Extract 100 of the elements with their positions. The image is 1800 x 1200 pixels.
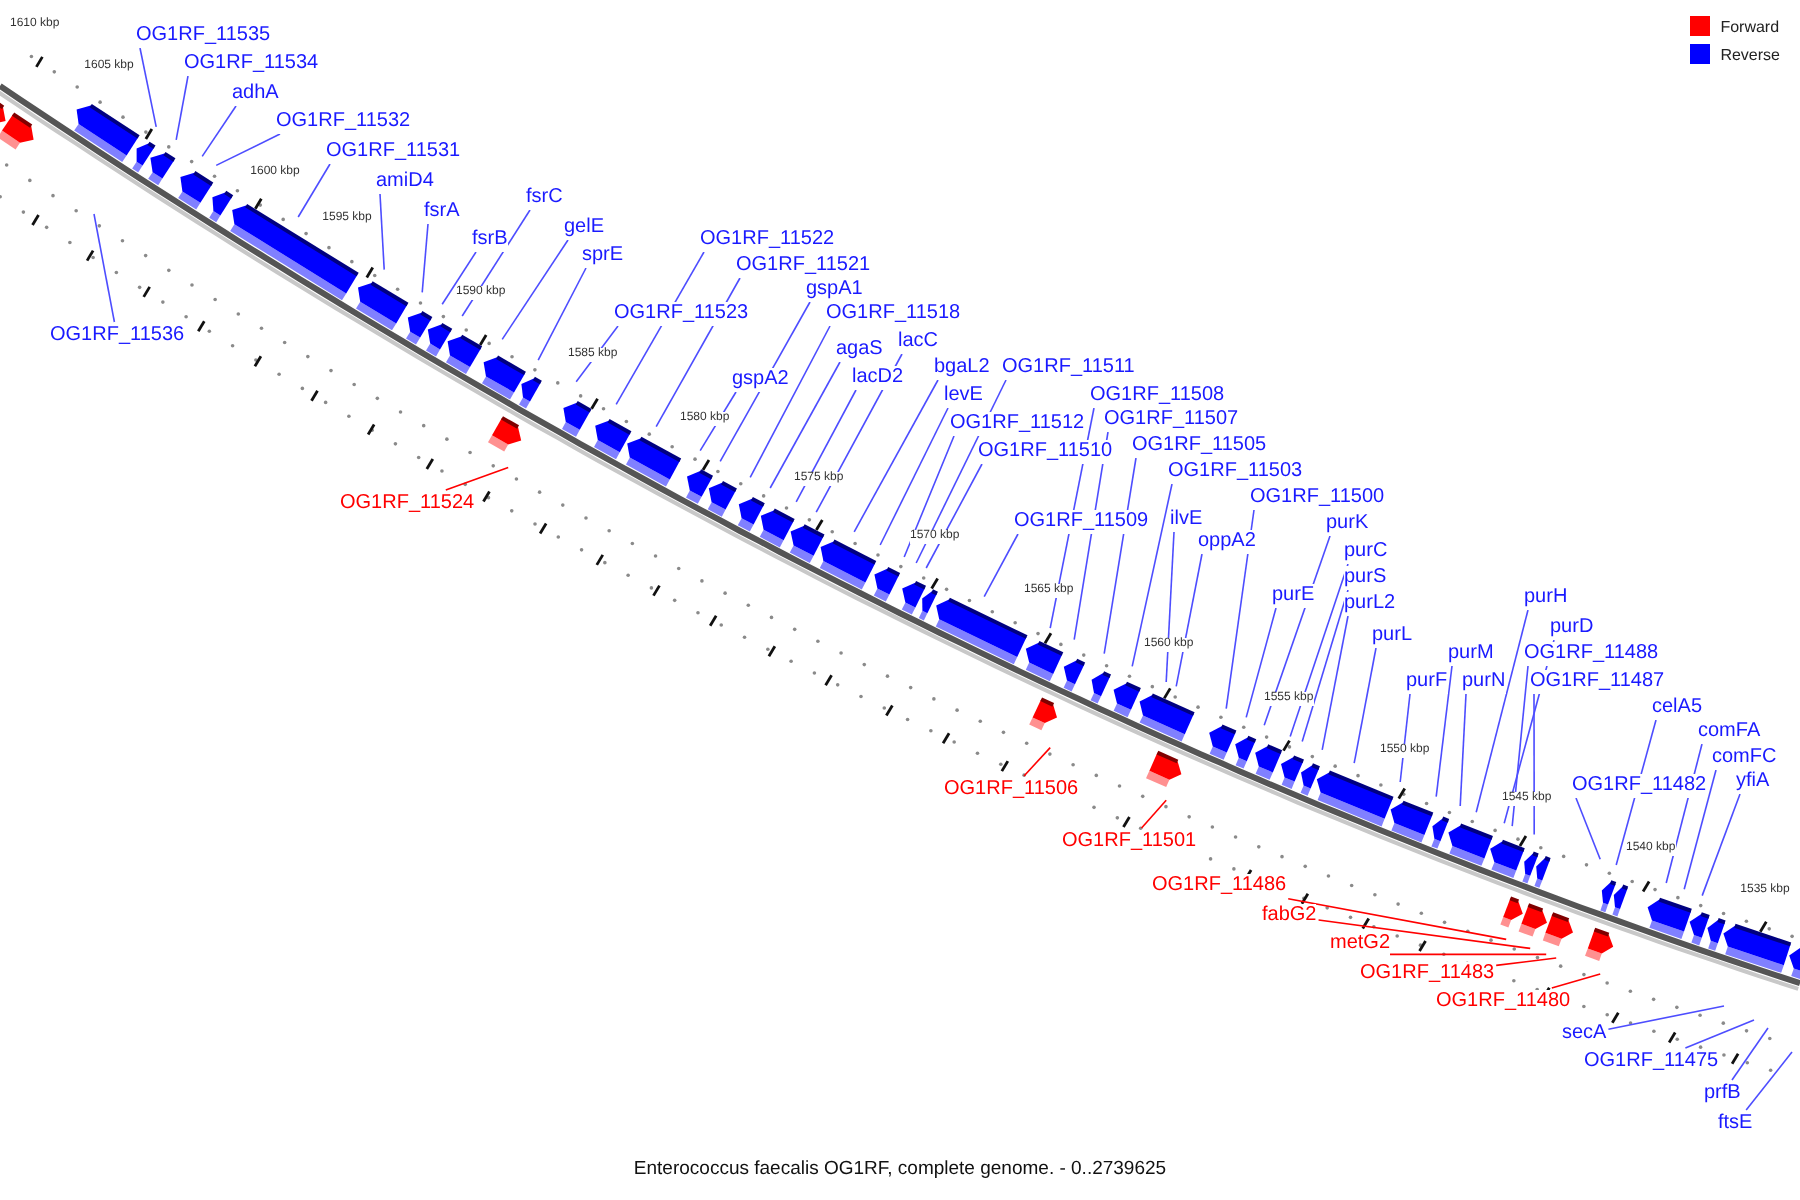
gene-label: OG1RF_11535 xyxy=(136,24,271,48)
gene-label: gspA1 xyxy=(806,278,863,302)
gene-label: OG1RF_11534 xyxy=(184,52,319,76)
gene-label: OG1RF_11531 xyxy=(326,140,461,164)
gene-label: purN xyxy=(1462,670,1506,694)
leader-line xyxy=(1317,919,1531,950)
leader-line xyxy=(769,361,841,489)
gene-label: OG1RF_11500 xyxy=(1250,486,1385,510)
leader-line xyxy=(925,463,983,569)
leader-line xyxy=(1165,531,1175,683)
gene-label: OG1RF_11511 xyxy=(1002,356,1135,380)
leader-line xyxy=(983,533,1019,598)
gene-label: fsrC xyxy=(526,186,563,210)
leader-line xyxy=(1683,769,1717,890)
leader-line xyxy=(1023,746,1051,777)
leader-line xyxy=(1607,1005,1725,1030)
gene-label: OG1RF_11486 xyxy=(1152,874,1287,898)
leader-line xyxy=(175,75,189,141)
gene-label: OG1RF_11488 xyxy=(1524,642,1659,666)
gene-label: purM xyxy=(1448,642,1494,666)
gene-label: OG1RF_11475 xyxy=(1584,1050,1719,1074)
gene-label: OG1RF_11524 xyxy=(340,492,475,516)
gene-label: OG1RF_11518 xyxy=(826,302,961,326)
gene-label: OG1RF_11506 xyxy=(944,778,1079,802)
leader-line xyxy=(1245,607,1277,719)
gene-label: OG1RF_11507 xyxy=(1104,408,1239,432)
leader-line xyxy=(1551,973,1601,989)
gene-label: OG1RF_11522 xyxy=(700,228,835,252)
gene-label: OG1RF_11505 xyxy=(1132,434,1267,458)
leader-line xyxy=(1225,509,1255,710)
leader-line xyxy=(139,47,157,128)
leader-line xyxy=(1459,693,1467,807)
leader-line xyxy=(1301,589,1349,743)
gene-label: OG1RF_11503 xyxy=(1168,460,1303,484)
leader-line xyxy=(201,105,237,158)
gene-label: sprE xyxy=(582,244,624,268)
gene-label: lacC xyxy=(898,330,939,354)
gene-label: OG1RF_11509 xyxy=(1014,510,1149,534)
gene-label: levE xyxy=(944,384,983,408)
gene-label: yfiA xyxy=(1736,770,1770,794)
gene-label: purD xyxy=(1550,616,1594,640)
gene-label: bgaL2 xyxy=(934,356,990,380)
gene-label: prfB xyxy=(1704,1082,1741,1106)
gene-label: comFC xyxy=(1712,746,1777,770)
gene-label: purE xyxy=(1272,584,1315,608)
gene-label: comFA xyxy=(1698,720,1761,744)
leader-line xyxy=(1263,535,1331,726)
leader-line xyxy=(1701,793,1741,897)
leader-line xyxy=(1103,457,1137,655)
gene-label: OG1RF_11482 xyxy=(1572,774,1707,798)
leader-line xyxy=(501,239,569,341)
leader-line xyxy=(441,251,477,305)
leader-line xyxy=(1475,609,1529,813)
gene-label: OG1RF_11536 xyxy=(50,324,185,348)
gene-label: purL xyxy=(1372,624,1413,648)
leader-line xyxy=(749,325,831,479)
legend-label: Forward xyxy=(1720,17,1780,35)
gene-label: OG1RF_11523 xyxy=(614,302,749,326)
gene-label: gspA2 xyxy=(732,368,789,392)
leader-line xyxy=(1140,799,1167,829)
leader-line xyxy=(1533,693,1535,836)
gene-label: purH xyxy=(1524,586,1568,610)
gene-label: OG1RF_11508 xyxy=(1090,384,1225,408)
gene-label: purF xyxy=(1406,670,1448,694)
gene-label: purK xyxy=(1326,512,1369,536)
gene-label: OG1RF_11512 xyxy=(950,412,1085,436)
leader-line xyxy=(421,223,429,294)
leader-line xyxy=(461,209,531,317)
leader-line xyxy=(903,435,955,558)
leader-line xyxy=(1321,615,1349,751)
leader-line xyxy=(1435,665,1453,798)
leader-line xyxy=(1575,797,1601,860)
gene-label: OG1RF_11487 xyxy=(1530,670,1665,694)
gene-label: OG1RF_11521 xyxy=(736,254,871,278)
leader-line xyxy=(1289,563,1349,738)
gene-label: OG1RF_11510 xyxy=(978,440,1113,464)
leader-line xyxy=(1175,553,1203,688)
caption: Enterococcus faecalis OG1RF, complete genome. - 0..2739625 xyxy=(633,1158,1167,1180)
gene-label: lacD2 xyxy=(852,366,904,390)
leader-line xyxy=(1495,957,1557,967)
leader-line xyxy=(215,133,281,167)
gene-label: agaS xyxy=(836,338,883,362)
gene-label: purS xyxy=(1344,566,1387,590)
gene-label: OG1RF_11483 xyxy=(1360,962,1495,986)
leader-line xyxy=(1353,647,1377,764)
gene-label: OG1RF_11532 xyxy=(276,110,411,134)
gene-label: fsrB xyxy=(472,228,508,252)
leader-line xyxy=(1684,1019,1755,1049)
gene-label: oppA2 xyxy=(1198,530,1256,554)
gene-label: adhA xyxy=(232,82,279,106)
leader-line xyxy=(1731,1027,1769,1081)
leader-line xyxy=(853,379,939,533)
leader-line xyxy=(1287,898,1507,941)
gene-label: OG1RF_11501 xyxy=(1062,830,1197,854)
leader-line xyxy=(93,213,116,323)
gene-label: OG1RF_11480 xyxy=(1436,990,1571,1014)
leader-line xyxy=(1389,953,1547,956)
leader-line xyxy=(379,193,385,271)
legend-label: Reverse xyxy=(1720,45,1780,63)
leader-line xyxy=(1131,483,1173,668)
